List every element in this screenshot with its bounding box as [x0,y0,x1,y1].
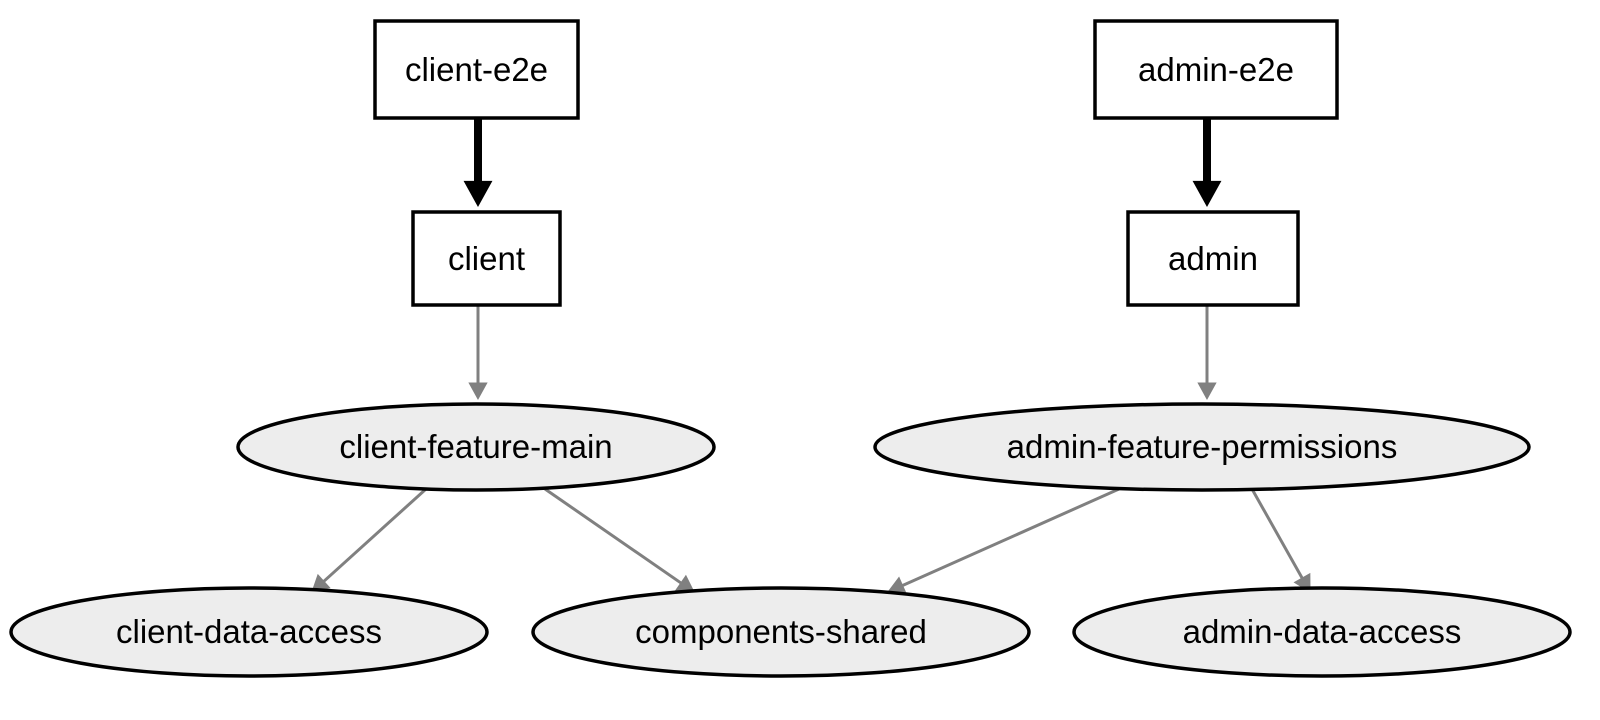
edge-admin-e2e--admin [1192,118,1222,208]
node-shape-components-shared[interactable] [531,586,1031,678]
edge-line [322,487,428,583]
edge-line [544,487,682,585]
node-shape-client[interactable] [411,210,562,307]
node-shape-client-data-access[interactable] [9,586,489,678]
edge-client--client-feature-main [468,305,488,401]
node-shape-admin-feature-permissions[interactable] [873,402,1531,492]
edge-admin--admin-feature-permissions [1197,305,1217,401]
edges-layer [311,118,1311,595]
edge-client-feature-main--client-data-access [311,487,428,593]
node-shape-admin-e2e[interactable] [1093,19,1339,120]
node-shape-client-feature-main[interactable] [236,402,716,492]
edge-line [1250,488,1304,579]
node-shape-admin[interactable] [1126,210,1300,307]
node-shape-client-e2e[interactable] [373,19,580,120]
edge-arrowhead [1192,180,1222,208]
edge-admin-feature-permissions--admin-data-access [1250,488,1311,593]
edge-arrowhead [463,180,493,208]
node-shape-admin-data-access[interactable] [1072,586,1572,678]
edge-arrowhead [1197,382,1217,401]
edge-line [901,487,1120,587]
nodes-layer [9,19,1572,678]
edge-client-e2e--client [463,118,493,208]
edge-arrowhead [468,382,488,401]
edge-client-feature-main--components-shared [544,487,695,593]
edge-admin-feature-permissions--components-shared [887,487,1120,595]
